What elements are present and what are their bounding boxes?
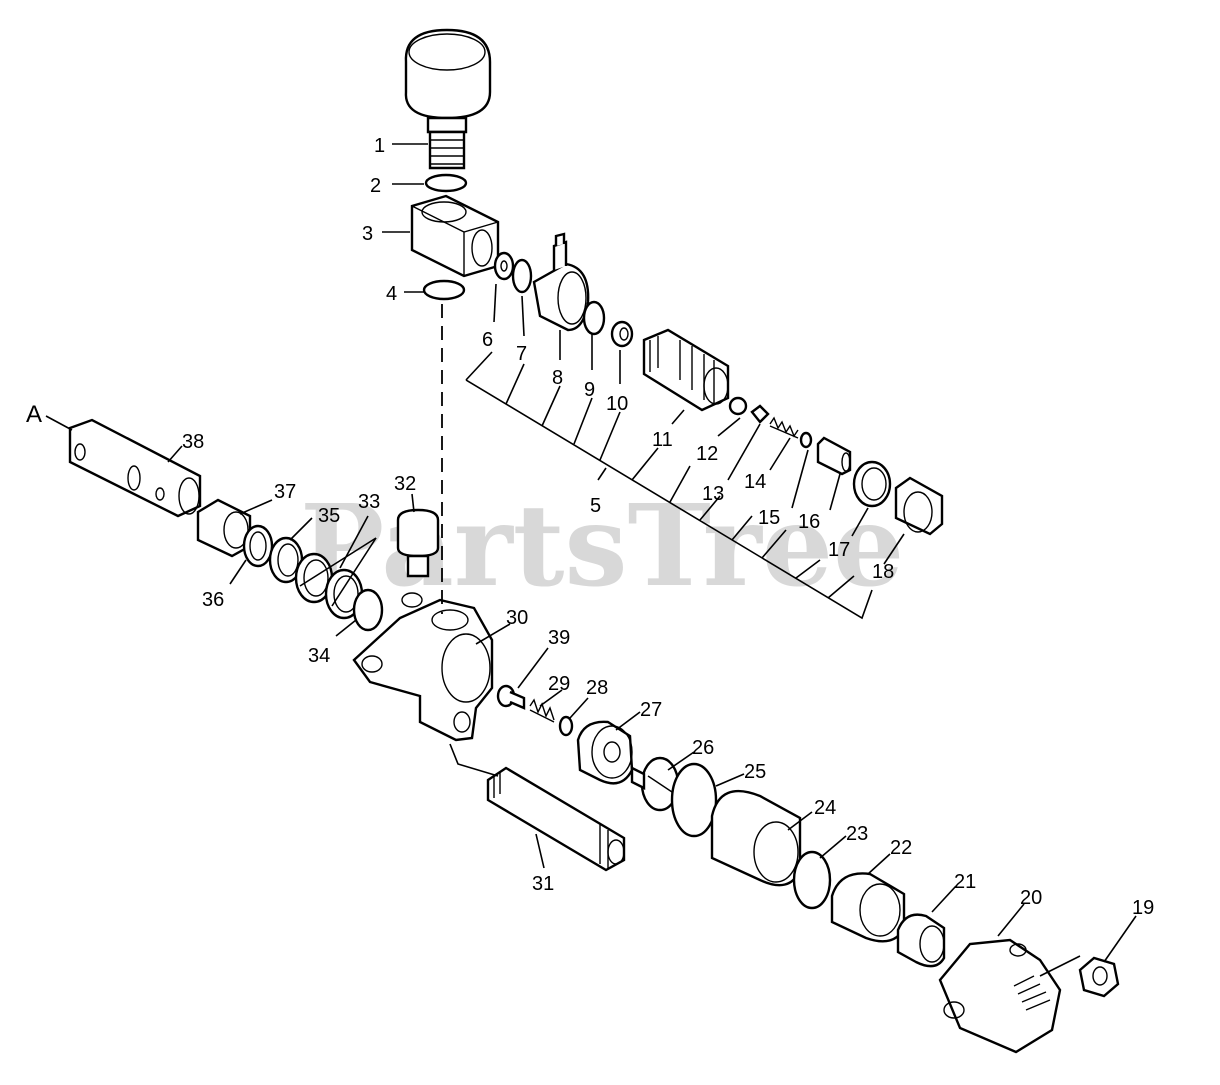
part-9-o-ring [582,300,606,336]
callout-38: 38 [182,431,204,453]
part-20-flange [938,938,1062,1054]
part-2-o-ring [424,173,468,193]
part-39-valve [496,684,526,710]
callout-30: 30 [506,607,528,629]
callout-31: 31 [532,873,554,895]
part-31-shaft [486,766,626,872]
part-17-ring [852,460,892,508]
callout-20: 20 [1020,887,1042,909]
callout-24: 24 [814,797,836,819]
part-29-spring [529,698,555,723]
callout-labels: 1 2 3 4 5 6 7 8 9 10 11 12 13 14 15 16 1… [26,135,1154,919]
callout-11: 11 [652,429,673,451]
watermark: PartsTree [300,481,904,612]
callout-17: 17 [828,539,850,561]
part-16-piston [816,436,852,476]
callout-10: 10 [606,393,628,415]
part-13-seat [750,404,770,424]
part-4-o-ring [422,279,466,301]
callout-25: 25 [744,761,766,783]
leader-lines [45,143,1137,977]
part-19-nut [1078,956,1120,998]
callout-3: 3 [362,223,373,245]
callout-39: 39 [548,627,570,649]
part-6-washer [493,251,515,281]
callout-29: 29 [548,673,570,695]
callout-19: 19 [1132,897,1154,919]
part-32-plug [396,508,440,578]
part-18-cap [894,476,944,536]
part-3-block [410,194,500,278]
part-7-o-ring [511,258,533,294]
callout-7: 7 [516,343,527,365]
callout-13: 13 [702,483,724,505]
part-27-spacer [576,720,634,785]
callout-32: 32 [394,473,416,495]
callout-15: 15 [758,507,780,529]
part-11-threaded-fitting [642,328,730,412]
part-36-seal [242,524,274,568]
part-10-seat [610,320,634,348]
part-23-o-ring [792,850,832,910]
callout-16: 16 [798,511,820,533]
part-24-cylinder [710,789,802,887]
callout-6: 6 [482,329,493,351]
callout-21: 21 [954,871,976,893]
callout-27: 27 [640,699,662,721]
callout-5: 5 [590,495,601,517]
part-8-tee-fitting [532,232,590,332]
part-21-bushing [896,913,946,968]
part-15-o-ring [799,431,813,449]
part-1-knob [404,28,492,170]
callout-36: 36 [202,589,224,611]
callout-26: 26 [692,737,714,759]
part-12-ball [728,396,748,416]
part-34-o-ring [352,588,384,632]
reference-label-a: A [26,401,42,428]
callout-37: 37 [274,481,296,503]
callout-18: 18 [872,561,894,583]
callout-33: 33 [358,491,380,513]
callout-14: 14 [744,471,766,493]
part-14-spring [769,416,799,439]
part-38-piston-rod [68,418,202,518]
callout-12: 12 [696,443,718,465]
part-25-o-ring [670,762,718,838]
part-30-manifold [352,592,494,742]
callout-4: 4 [386,283,397,305]
part-28-o-ring [558,715,574,737]
callout-34: 34 [308,645,330,667]
callout-9: 9 [584,379,595,401]
callout-1: 1 [374,135,385,157]
callout-23: 23 [846,823,868,845]
part-22-ring [830,872,906,943]
callout-8: 8 [552,367,563,389]
part-37-nut [196,498,252,558]
callout-28: 28 [586,677,608,699]
callout-22: 22 [890,837,912,859]
callout-35: 35 [318,505,340,527]
callout-2: 2 [370,175,381,197]
